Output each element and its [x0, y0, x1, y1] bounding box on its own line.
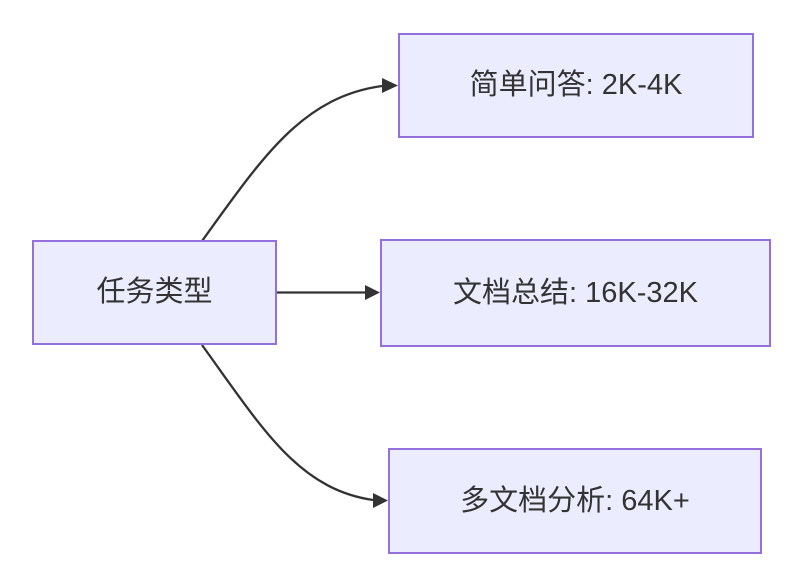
node-task-type-label: 任务类型: [96, 276, 213, 309]
edge-root-to-doc-summary: [277, 285, 380, 300]
node-doc-summary-label: 文档总结: 16K-32K: [453, 276, 698, 309]
node-task-type: 任务类型: [32, 240, 277, 345]
edge-line: [201, 344, 374, 502]
edge-line: [201, 84, 383, 242]
arrowhead-icon: [373, 493, 388, 508]
edge-root-to-simple-qa: [201, 78, 398, 242]
node-multi-doc-analysis-label: 多文档分析: 64K+: [460, 484, 690, 517]
arrowhead-icon: [382, 78, 398, 93]
edge-root-to-multi-doc: [201, 344, 388, 508]
node-multi-doc-analysis: 多文档分析: 64K+: [388, 448, 762, 554]
node-simple-qa: 简单问答: 2K-4K: [398, 33, 754, 138]
node-doc-summary: 文档总结: 16K-32K: [380, 239, 771, 347]
node-simple-qa-label: 简单问答: 2K-4K: [469, 69, 683, 102]
arrowhead-icon: [365, 285, 380, 300]
